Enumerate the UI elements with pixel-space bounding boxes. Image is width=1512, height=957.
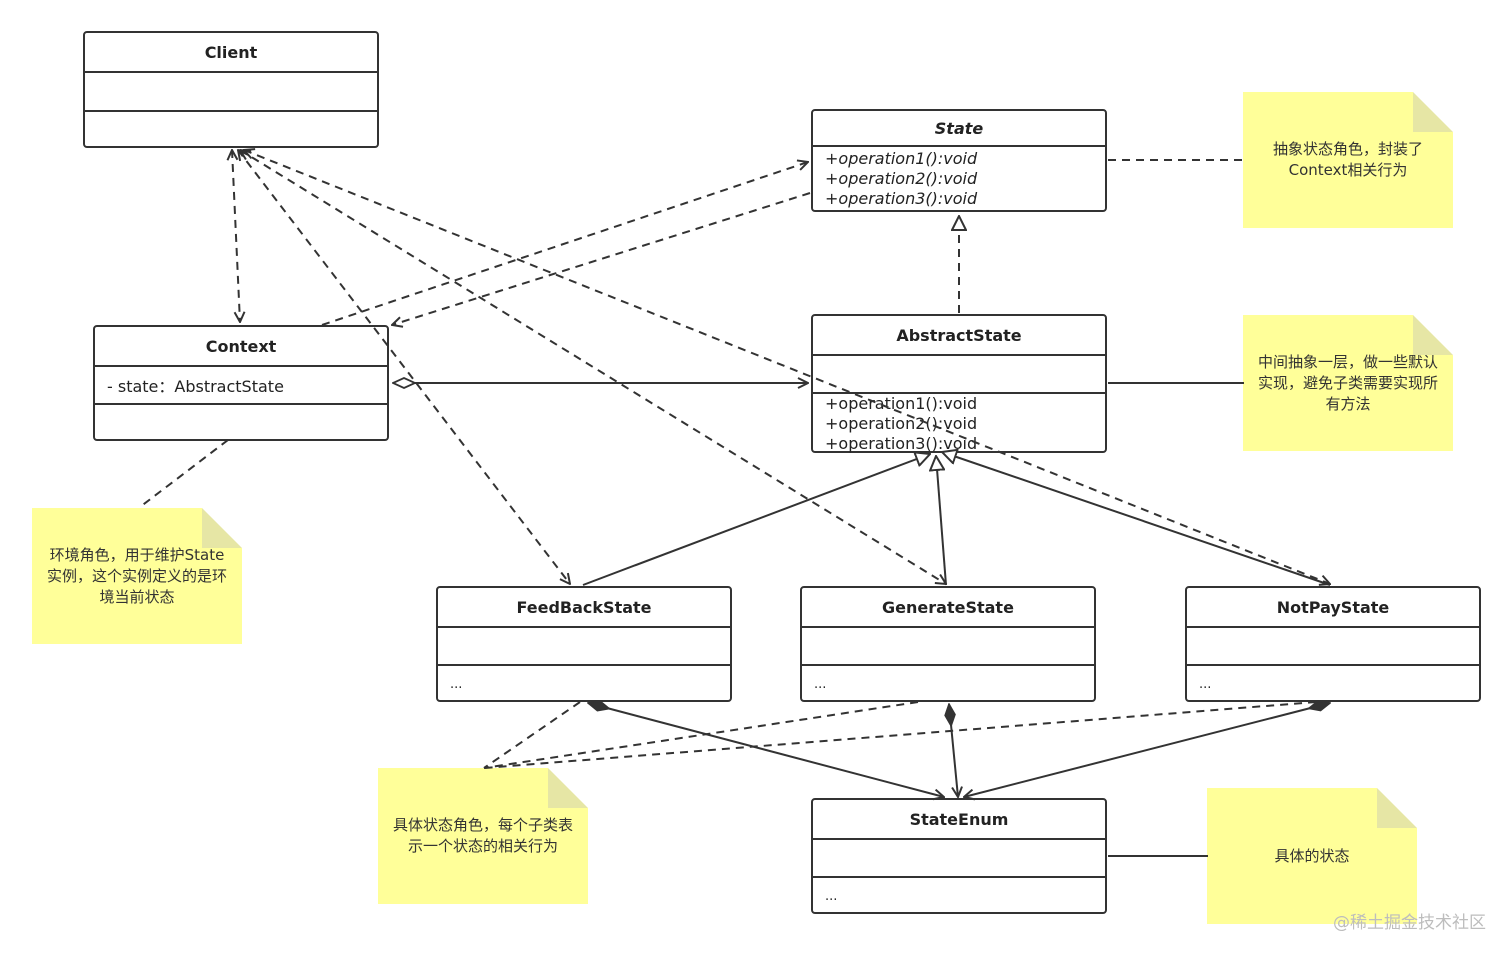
note-fold-corner [548,768,588,808]
note-fold-corner [1413,92,1453,132]
note-text: 具体的状态 [1274,846,1350,865]
edge-client-context [232,150,240,322]
operations-section: ... [802,666,1094,702]
operations-ellipsis: ... [450,676,463,692]
edge-notpay-enum [964,703,1330,797]
attributes-section [85,73,377,112]
operations-section: ... [438,666,730,702]
note-concrete-states[interactable]: 具体状态角色，每个子类表示一个状态的相关行为 [378,768,588,904]
edge-client-feedback [238,150,570,584]
operations-ellipsis: ... [814,676,827,692]
watermark: @稀土掘金技术社区 [1333,913,1486,933]
class-name: State [813,111,1105,147]
edge-generate-enum [949,704,958,797]
note-text: 环境角色，用于维护State实例，这个实例定义的是环境当前状态 [46,545,227,606]
class-name: StateEnum [813,800,1105,840]
note-fold-corner [1377,788,1417,828]
attributes-section [813,840,1105,878]
class-name: FeedBackState [438,588,730,628]
edge-note-concrete-notpay [483,701,1317,769]
edge-generate-extends [936,456,947,586]
edge-client-notpay [244,150,1330,584]
class-name: Client [85,33,377,73]
attributes-section [1187,628,1479,666]
note-context[interactable]: 环境角色，用于维护State实例，这个实例定义的是环境当前状态 [32,508,242,644]
edge-note-concrete-feedback [483,701,581,769]
class-client[interactable]: Client [83,31,379,148]
edge-notpay-extends [942,452,1331,586]
note-text: 具体状态角色，每个子类表示一个状态的相关行为 [392,816,573,855]
note-state-enum[interactable]: 具体的状态 [1207,788,1417,924]
operations-ellipsis: ... [825,888,838,904]
class-name: GenerateState [802,588,1094,628]
class-name: NotPayState [1187,588,1479,628]
attributes-section [438,628,730,666]
edge-state-context [392,192,811,325]
class-feedback-state[interactable]: FeedBackState ... [436,586,732,702]
attributes-section [802,628,1094,666]
edge-feedback-extends [582,454,930,586]
operations-ellipsis: ... [1199,676,1212,692]
note-fold-corner [1413,315,1453,355]
class-state-enum[interactable]: StateEnum ... [811,798,1107,914]
edge-client-generate [240,150,946,584]
edge-note-concrete-generate [483,701,919,769]
edge-note-context [139,439,229,508]
edge-feedback-enum [588,703,944,797]
operations-section: ... [1187,666,1479,702]
edge-context-state [321,162,808,326]
class-notpay-state[interactable]: NotPayState ... [1185,586,1481,702]
operations-section: ... [813,878,1105,914]
note-state[interactable]: 抽象状态角色，封装了Context相关行为 [1243,92,1453,228]
class-generate-state[interactable]: GenerateState ... [800,586,1096,702]
